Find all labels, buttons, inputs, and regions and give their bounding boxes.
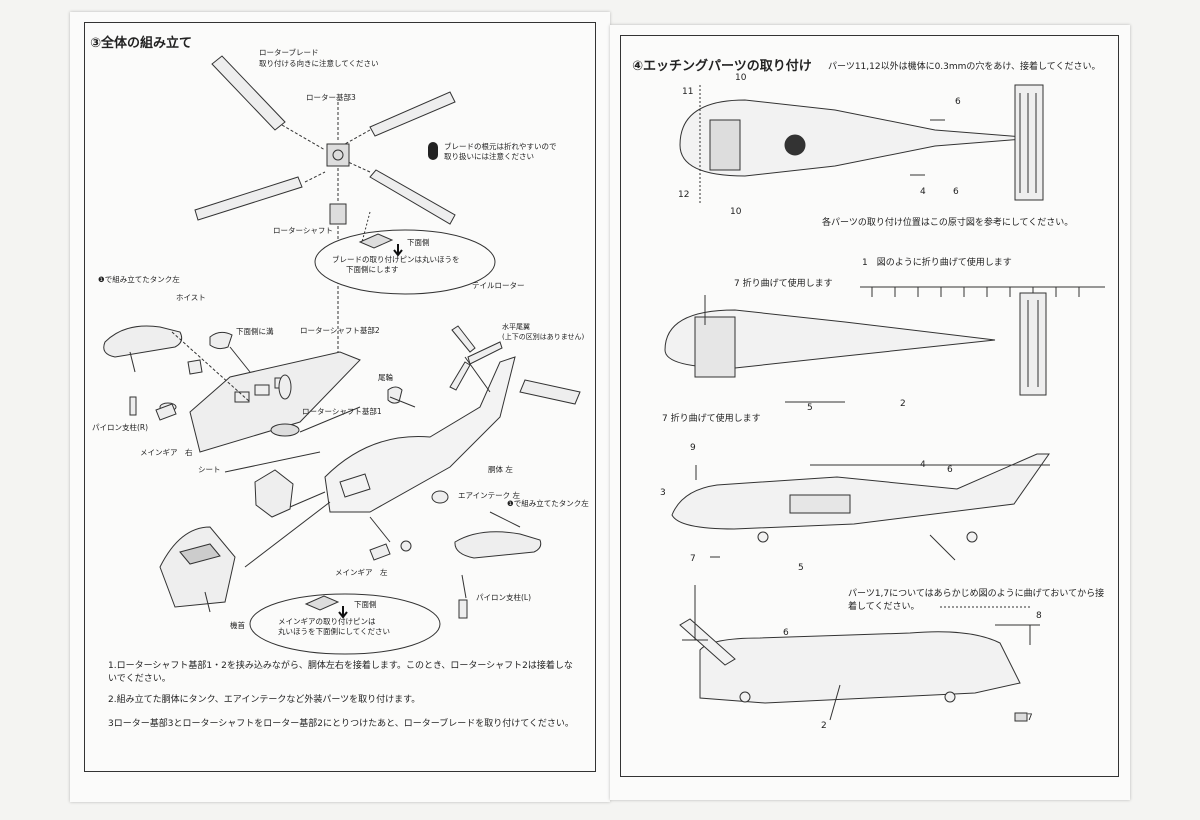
nose-section	[160, 527, 235, 612]
part-number-4-side: 4	[920, 460, 926, 470]
part-number-10-top: 10	[735, 73, 747, 83]
rotor-hub	[327, 102, 349, 372]
part-number-8: 8	[1036, 611, 1042, 621]
label-main-gear-r: メインギア 右	[140, 448, 193, 457]
right-page-frame	[620, 35, 1119, 777]
label-blade-pin-note-1: ブレードの取り付けピンは丸いほうを	[332, 255, 460, 264]
label-tail-rotor: テイルローター	[472, 281, 525, 290]
instruction-1: 1.ローターシャフト基部1・2を挟み込みながら、胴体左右を接着します。このとき、…	[108, 661, 573, 684]
part-number-2-mid: 2	[900, 399, 906, 409]
part-number-7-side: 7	[690, 554, 696, 564]
label-gear-pin-note-2: 丸いほうを下面側にしてください	[278, 627, 391, 636]
label-tail-wheel: 尾輪	[378, 373, 393, 382]
tail-rotor	[450, 326, 502, 390]
part-number-2-bottom: 2	[821, 721, 827, 731]
label-rotor-shaft-base1: ローターシャフト基部1	[302, 407, 382, 416]
part-number-6-side: 6	[947, 465, 953, 475]
label-pylon-l: パイロン支柱(L)	[476, 593, 532, 602]
instruction-3: 3ローター基部3とローターシャフトをローター基部2にとりつけたあと、ローターブレ…	[108, 719, 574, 729]
bend-note-part1: 1 図のように折り曲げて使用します	[862, 258, 1012, 268]
label-rotor-hub3: ローター基部3	[306, 93, 356, 102]
part-number-9: 9	[690, 443, 696, 453]
part-number-11: 11	[682, 87, 694, 97]
label-rotor-blade: ローターブレード	[259, 48, 319, 57]
label-rotor-blade-note: 取り付ける向きに注意してください	[259, 59, 379, 68]
label-h-stabilizer-note: (上下の区別はありません)	[502, 333, 585, 341]
fuselage-tray	[190, 352, 360, 452]
label-main-gear-l: メインギア 左	[335, 568, 388, 577]
fuselage-left	[325, 357, 515, 512]
part-number-5-side: 5	[798, 563, 804, 573]
label-seat: シート	[198, 465, 221, 474]
part-number-5-mid: 5	[807, 403, 813, 413]
label-bottom-side-bottom: 下面側	[354, 600, 377, 609]
top-view-lower	[665, 287, 1105, 402]
tank-left	[104, 326, 182, 415]
prebend-note-2: 着してください。	[848, 602, 920, 612]
prebend-note-1: パーツ1,7についてはあらかじめ図のように曲げておいてから接	[848, 589, 1105, 599]
part-number-6-top: 6	[955, 97, 961, 107]
label-bottom-side-top: 下面側	[407, 238, 430, 247]
side-view-lower	[680, 585, 1040, 721]
rotor-blades	[195, 56, 455, 224]
etching-diagrams	[610, 25, 1130, 800]
reference-note: 各パーツの取り付け位置はこの原寸図を参考にしてください。	[822, 218, 1074, 228]
part-number-6-top2: 6	[953, 187, 959, 197]
bend-note-part7-b: 7 折り曲げて使用します	[662, 414, 761, 424]
label-rotor-shaft-base2: ローターシャフト基部2	[300, 326, 380, 335]
bend-note-part7-a: 7 折り曲げて使用します	[734, 279, 833, 289]
label-pylon-r: パイロン支柱(R)	[92, 423, 149, 432]
assembly-section-title: ③全体の組み立て	[90, 36, 193, 51]
caution-icon	[428, 142, 438, 160]
part-number-12: 12	[678, 190, 690, 200]
label-tank-left-2: ❶で組み立てたタンク左	[507, 499, 589, 508]
label-groove-bottom: 下面側に溝	[236, 327, 274, 336]
etching-header-note: パーツ11,12以外は機体に0.3mmの穴をあけ、接着してください。	[828, 62, 1101, 72]
instruction-2: 2.組み立てた胴体にタンク、エアインテークなど外装パーツを取り付けます。	[108, 695, 421, 705]
assembly-diagram	[70, 12, 610, 802]
label-blade-pin-note-2: 下面側にします	[346, 265, 399, 274]
left-instruction-page: ③全体の組み立て	[70, 12, 610, 802]
part-number-7-bottom: 7	[1027, 713, 1033, 723]
part-number-4-top: 4	[920, 187, 926, 197]
label-h-stabilizer: 水平尾翼	[502, 323, 530, 331]
label-blade-caution-1: ブレードの根元は折れやすいので	[444, 142, 557, 151]
label-nose: 機首	[230, 621, 245, 630]
label-blade-caution-2: 取り扱いには注意ください	[444, 152, 534, 161]
label-hoist: ホイスト	[176, 293, 206, 302]
etching-section-title: ④エッチングパーツの取り付け	[632, 59, 812, 74]
part-number-6-bottom: 6	[783, 628, 789, 638]
right-instruction-page: ④エッチングパーツの取り付け パーツ11,12以外は機体に0.3mmの穴をあけ、…	[610, 25, 1130, 800]
label-rotor-shaft: ローターシャフト	[273, 226, 333, 235]
label-tank-left: ❶で組み立てたタンク左	[98, 275, 180, 284]
side-view-upper	[672, 454, 1050, 560]
label-fuselage-left: 胴体 左	[488, 465, 513, 474]
part-number-3: 3	[660, 488, 666, 498]
label-air-intake-left: エアインテーク 左	[458, 491, 521, 500]
left-page-frame	[84, 22, 596, 772]
top-view-upper	[680, 85, 1043, 205]
part-number-10-bottom: 10	[730, 207, 742, 217]
label-gear-pin-note-1: メインギアの取り付けピンは	[278, 617, 376, 626]
